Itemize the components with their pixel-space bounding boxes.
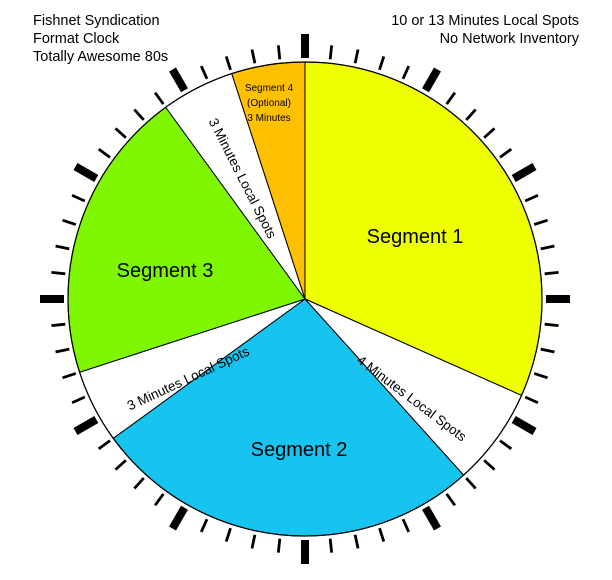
minor-tick: [540, 347, 555, 354]
minor-tick: [200, 518, 209, 533]
header-left: Fishnet Syndication Format Clock Totally…: [33, 12, 168, 66]
segment-1-label-line: Segment 1: [367, 226, 464, 248]
major-tick: [511, 416, 537, 435]
minor-tick: [97, 439, 111, 451]
segment-3-label-line: Segment 3: [117, 260, 214, 282]
minor-tick: [533, 218, 548, 226]
minor-tick: [483, 127, 496, 139]
segment-3-label: Segment 3: [117, 260, 214, 282]
minor-tick: [250, 49, 257, 64]
major-tick: [511, 163, 537, 182]
major-tick: [422, 505, 441, 531]
minor-tick: [51, 270, 66, 276]
segment-2-label: Segment 2: [251, 439, 348, 461]
clock-ticks: [40, 34, 570, 564]
minor-tick: [55, 244, 70, 251]
minor-tick: [55, 347, 70, 354]
minor-tick: [328, 538, 334, 553]
minor-tick: [524, 395, 539, 404]
minor-tick: [533, 372, 548, 380]
segment-4-label-line: (Optional): [247, 98, 291, 109]
major-tick: [169, 67, 188, 93]
minor-tick: [133, 477, 145, 490]
minor-tick: [544, 270, 559, 276]
minor-tick: [378, 527, 386, 542]
minor-tick: [465, 108, 477, 121]
header-left-line-3: Totally Awesome 80s: [33, 49, 169, 65]
header-right: 10 or 13 Minutes Local Spots No Network …: [391, 12, 579, 48]
minor-tick: [483, 459, 496, 471]
major-tick: [422, 67, 441, 93]
minor-tick: [114, 127, 127, 139]
header-right-line-1: 10 or 13 Minutes Local Spots: [391, 13, 579, 29]
header-left-line-2: Format Clock: [33, 31, 120, 47]
minor-tick: [401, 65, 410, 80]
minor-tick: [153, 493, 165, 507]
minor-tick: [499, 147, 513, 159]
clock-rim: [67, 61, 543, 537]
minor-tick: [97, 147, 111, 159]
minor-tick: [276, 538, 282, 553]
minor-tick: [499, 439, 513, 451]
minor-tick: [224, 56, 232, 71]
segment-2-label-line: Segment 2: [251, 439, 348, 461]
minor-tick: [445, 493, 457, 507]
major-tick: [169, 505, 188, 531]
major-tick: [73, 163, 99, 182]
minor-tick: [353, 534, 360, 549]
minor-tick: [276, 45, 282, 60]
minor-tick: [62, 218, 77, 226]
minor-tick: [200, 65, 209, 80]
header-left-line-1: Fishnet Syndication: [33, 13, 160, 29]
minor-tick: [114, 459, 127, 471]
segment-1-label: Segment 1: [367, 226, 464, 248]
header-right-line-2: No Network Inventory: [439, 31, 579, 47]
clock-segments: [67, 61, 543, 537]
minor-tick: [540, 244, 555, 251]
minor-tick: [71, 194, 86, 203]
minor-tick: [465, 477, 477, 490]
minor-tick: [250, 534, 257, 549]
minor-tick: [71, 395, 86, 404]
minor-tick: [378, 56, 386, 71]
major-tick: [73, 416, 99, 435]
segment-4-label-line: Segment 4: [245, 83, 294, 94]
minor-tick: [133, 108, 145, 121]
minor-tick: [445, 91, 457, 105]
minor-tick: [51, 322, 66, 328]
segment-4-label: Segment 4 (Optional) 3 Minutes: [245, 83, 294, 124]
minor-tick: [401, 518, 410, 533]
minor-tick: [153, 91, 165, 105]
minor-tick: [544, 322, 559, 328]
minor-tick: [353, 49, 360, 64]
minor-tick: [328, 45, 334, 60]
minor-tick: [524, 194, 539, 203]
minor-tick: [224, 527, 232, 542]
segment-4-label-line: 3 Minutes: [247, 113, 290, 124]
minor-tick: [62, 372, 77, 380]
